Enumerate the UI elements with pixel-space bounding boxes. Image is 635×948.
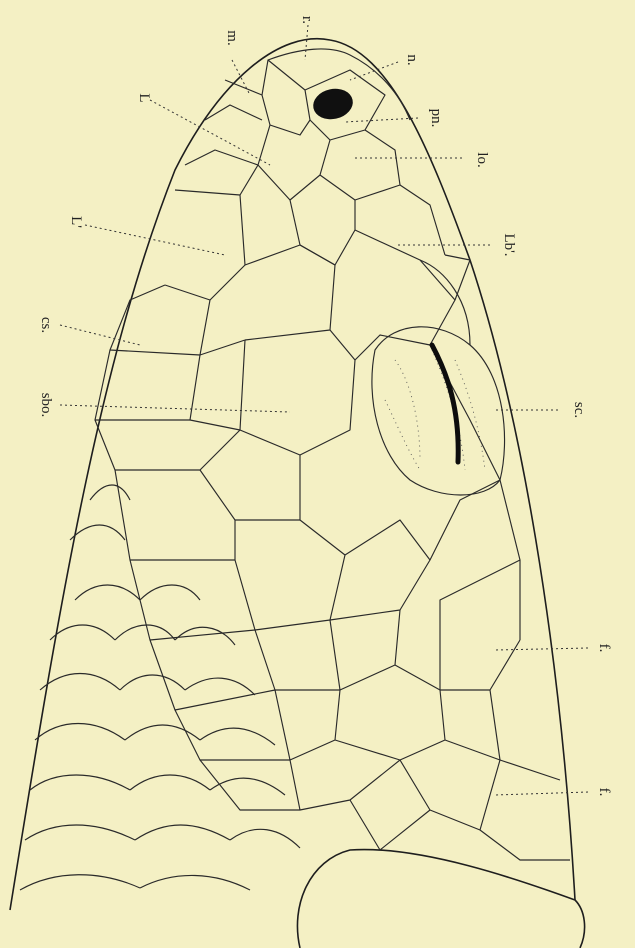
eye-slit [432, 345, 458, 462]
label-sc: sc. [571, 402, 587, 418]
label-lo: lo. [474, 152, 490, 167]
jaw-tip [575, 900, 585, 948]
label-n: n. [404, 54, 420, 65]
label-L-prime: L' [68, 216, 84, 228]
snout-shields [185, 49, 445, 265]
lateral-scale-rows [20, 485, 300, 890]
shield-labels: r. m. n. pn. L lo. L' Lb'. cs. sbo. sc. … [38, 16, 612, 796]
label-sbo: sbo. [38, 393, 54, 418]
dorsal-shield-rows [95, 190, 445, 810]
head-outline [10, 39, 575, 910]
label-L: L [136, 93, 152, 102]
label-cs: cs. [38, 317, 54, 333]
eye-region [372, 260, 505, 495]
label-f-lower: f. [596, 788, 612, 797]
label-m: m. [224, 30, 240, 45]
label-lb-prime: Lb'. [501, 233, 517, 256]
label-f-upper: f. [596, 644, 612, 653]
leader-lines [60, 25, 588, 795]
label-r: r. [299, 16, 315, 24]
label-pn: pn. [428, 109, 444, 128]
throat-edge [297, 850, 575, 948]
nostril [310, 85, 355, 123]
